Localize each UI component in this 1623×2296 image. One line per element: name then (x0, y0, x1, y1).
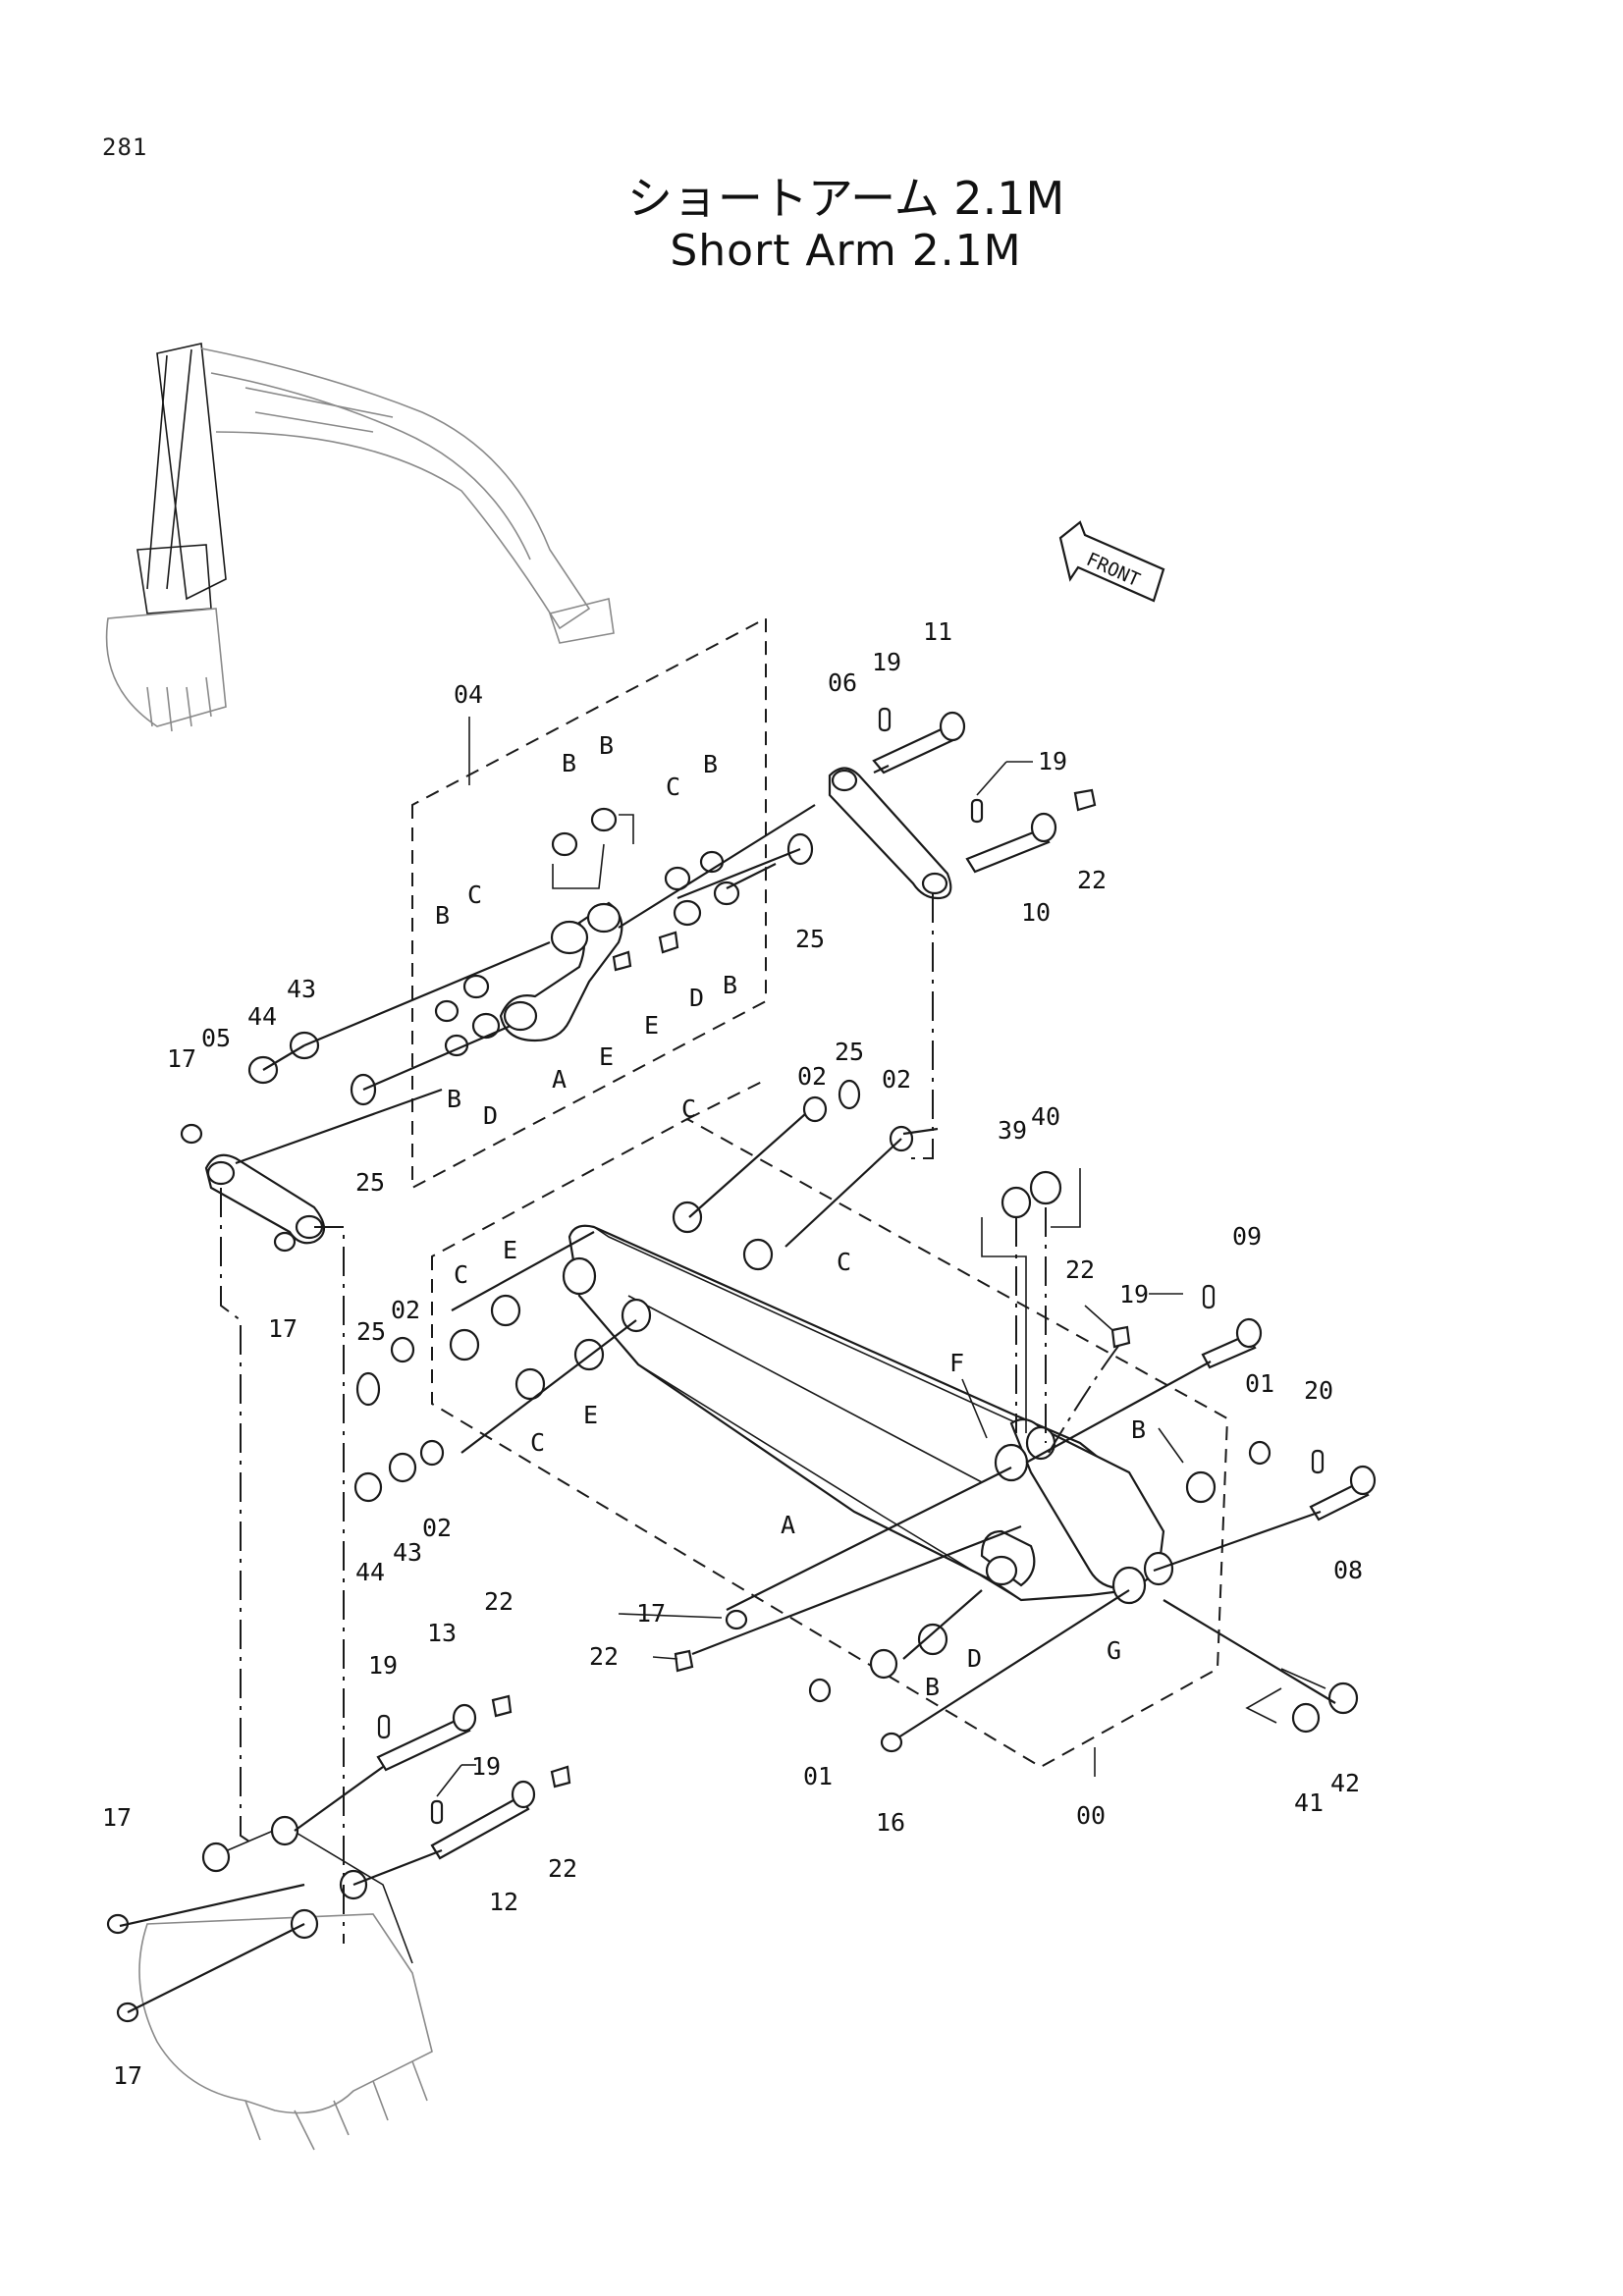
callout: B (925, 1673, 940, 1701)
callout: 08 (1333, 1556, 1363, 1584)
link-05 (204, 1153, 326, 1245)
callout: 19 (1119, 1280, 1149, 1308)
callout: 12 (489, 1888, 518, 1916)
callout: E (599, 1042, 614, 1071)
pin-12 (430, 1780, 536, 1860)
callout: 22 (548, 1854, 577, 1883)
callout: 43 (393, 1538, 422, 1567)
callout: 19 (471, 1752, 501, 1781)
callout: 09 (1232, 1222, 1262, 1251)
callout: 02 (422, 1514, 452, 1542)
callout: 10 (1021, 898, 1051, 927)
callout: C (467, 881, 482, 909)
group-box-00 (431, 1079, 1229, 1777)
callout: 22 (1077, 866, 1107, 894)
callout-labels: 04 06 19 11 19 22 10 25 B B C B B C B D … (102, 617, 1363, 2090)
callout: C (666, 773, 680, 801)
callout: 01 (1245, 1369, 1274, 1398)
callout: 17 (636, 1599, 666, 1628)
bucket-sketch (106, 1815, 433, 2151)
callout: 22 (589, 1642, 619, 1671)
title-english: Short Arm 2.1M (670, 226, 1022, 276)
callout: B (562, 749, 576, 777)
roll-pins-19 (377, 707, 1325, 1825)
callout: 22 (484, 1587, 514, 1616)
pin-09 (1201, 1317, 1263, 1369)
callout: B (435, 901, 450, 930)
callout: 04 (454, 680, 483, 709)
bushings-group-04 (434, 807, 814, 1057)
callout: C (530, 1428, 545, 1457)
callout: 39 (998, 1116, 1027, 1145)
grease-fittings-22 (491, 788, 1131, 1789)
front-direction-arrow: FRONT (1058, 520, 1165, 603)
callout: 44 (355, 1558, 385, 1586)
pin-08 (1309, 1465, 1377, 1522)
callout: 19 (368, 1651, 398, 1680)
excavator-overview-sketch (105, 343, 615, 732)
pin-10 (965, 812, 1057, 874)
callout: 02 (797, 1062, 827, 1091)
callout: 17 (268, 1314, 298, 1343)
pin-13 (376, 1703, 477, 1772)
callout: 11 (923, 617, 952, 646)
callout: 00 (1076, 1801, 1106, 1830)
callout: A (781, 1511, 795, 1539)
callout: 44 (247, 1002, 277, 1031)
center-lines (119, 765, 1336, 2013)
callout: D (483, 1101, 498, 1130)
callout: B (723, 971, 737, 999)
callout: 05 (201, 1024, 231, 1052)
callout: D (967, 1644, 982, 1673)
callout: C (837, 1248, 851, 1276)
callout: 17 (167, 1044, 196, 1073)
callout: 22 (1065, 1255, 1095, 1284)
callout: 25 (355, 1168, 385, 1197)
phantom-lines (220, 893, 1120, 1944)
callout: 06 (828, 668, 857, 697)
callout: 17 (113, 2061, 142, 2090)
callout: 19 (872, 648, 901, 676)
callout: 01 (803, 1762, 833, 1790)
callout: 40 (1031, 1102, 1060, 1131)
callout: B (1131, 1415, 1146, 1444)
callout: 13 (427, 1619, 457, 1647)
arm-body-00 (562, 1224, 1174, 1605)
callout: D (689, 984, 704, 1012)
callout: 41 (1294, 1789, 1324, 1817)
callout: B (447, 1085, 461, 1113)
callout: E (644, 1011, 659, 1040)
bracket-lines (552, 814, 1326, 1724)
callout: E (503, 1236, 517, 1264)
callout: E (583, 1401, 598, 1429)
callout: 19 (1038, 747, 1067, 775)
rod-end-assembly-A (499, 901, 623, 1042)
callout: 25 (835, 1038, 864, 1066)
callout: C (454, 1260, 468, 1289)
callout: 02 (882, 1065, 911, 1094)
callout: 20 (1304, 1376, 1333, 1405)
callout: B (599, 731, 614, 760)
callout: 25 (356, 1317, 386, 1346)
group-box-04 (411, 616, 767, 1190)
callout: 02 (391, 1296, 420, 1324)
title-japanese: ショートアーム 2.1M (626, 172, 1065, 225)
callout: B (703, 750, 718, 778)
callout: A (552, 1065, 567, 1094)
callout: C (681, 1095, 696, 1123)
callout: 43 (287, 975, 316, 1003)
leader-ticks (436, 761, 1184, 1797)
page-number: 281 (102, 133, 148, 161)
arm-bushings (353, 1079, 1359, 1753)
link-06 (828, 767, 952, 900)
callout: G (1107, 1636, 1121, 1665)
callout: F (949, 1349, 964, 1377)
callout: 25 (795, 925, 825, 953)
front-label: FRONT (1083, 549, 1143, 591)
callout: 17 (102, 1803, 132, 1832)
callout: 16 (876, 1808, 905, 1837)
callout: 42 (1330, 1769, 1360, 1797)
